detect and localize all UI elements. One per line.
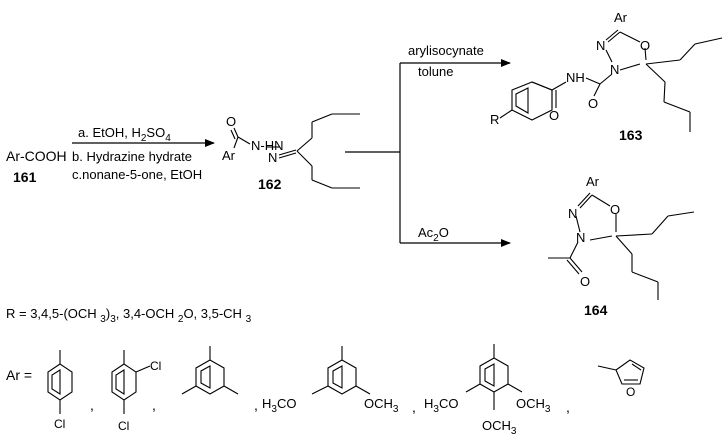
ar-1-cl: Cl bbox=[54, 417, 65, 431]
compound-164-label: 164 bbox=[584, 302, 608, 318]
compound-161-formula: Ar-COOH bbox=[6, 148, 67, 164]
compound-163-atom-o-ring: O bbox=[640, 38, 650, 53]
ar-structure-6 bbox=[597, 359, 645, 385]
ar-comma-3: , bbox=[254, 397, 258, 413]
ar-definition-lead: Ar = bbox=[6, 367, 32, 383]
step1-condition-c: c.nonane-5-one, EtOH bbox=[72, 167, 202, 182]
ar-comma-5: , bbox=[566, 399, 570, 415]
ar-structure-1 bbox=[47, 350, 73, 414]
compound-164-atom-n3: N bbox=[576, 230, 585, 245]
step1-condition-a: a. EtOH, H2SO4 bbox=[78, 125, 171, 144]
ar-2-cl-1: Cl bbox=[150, 359, 161, 373]
compound-162-atom-o: O bbox=[226, 114, 236, 129]
ar-structure-5 bbox=[465, 344, 523, 410]
compound-162-atom-n: N bbox=[268, 150, 277, 165]
upper-reagent-1: arylisocynate bbox=[408, 43, 484, 58]
step1-condition-b: b. Hydrazine hydrate bbox=[72, 149, 192, 164]
compound-161-label: 161 bbox=[13, 169, 37, 185]
ar-comma-1: , bbox=[90, 397, 94, 413]
compound-164-atom-n: N bbox=[568, 206, 577, 221]
lower-reagent: Ac2O bbox=[418, 225, 449, 244]
compound-164-atom-ar: Ar bbox=[586, 174, 600, 189]
compound-163-label: 163 bbox=[619, 127, 643, 143]
ar-structure-4 bbox=[311, 346, 371, 395]
compound-163 bbox=[499, 29, 723, 132]
compound-162-atom-nnh: N-HN bbox=[251, 138, 284, 153]
ar-5-bottom-substituent: OCH3 bbox=[482, 418, 517, 437]
compound-163-atom-o2: O bbox=[549, 108, 559, 123]
r-definition: R = 3,4,5-(OCH 3)3, 3,4-OCH 2O, 3,5-CH 3 bbox=[6, 306, 252, 325]
ar-6-atom-o: O bbox=[626, 385, 635, 399]
compound-161: Ar-COOH 161 bbox=[6, 148, 67, 185]
compound-163-atom-n3: N bbox=[610, 62, 619, 77]
compound-164-atom-o-ring: O bbox=[610, 202, 620, 217]
compound-162-atom-ar: Ar bbox=[222, 148, 236, 163]
compound-163-atom-ar: Ar bbox=[614, 10, 628, 25]
ar-4-right-substituent: OCH3 bbox=[364, 396, 399, 415]
compound-164 bbox=[548, 192, 695, 300]
ar-2-cl-2: Cl bbox=[118, 419, 129, 433]
compound-164-atom-o-acyl: O bbox=[580, 274, 590, 289]
compound-162-label: 162 bbox=[258, 176, 282, 192]
ar-comma-4: , bbox=[412, 399, 416, 415]
ar-4-left-substituent: H3CO bbox=[262, 396, 296, 415]
compound-162 bbox=[230, 113, 360, 189]
upper-reagent-2: tolune bbox=[418, 64, 453, 79]
compound-163-atom-nh: NH bbox=[566, 70, 585, 85]
ar-structure-2 bbox=[111, 350, 151, 414]
compound-163-atom-r: R bbox=[490, 112, 499, 127]
ar-comma-2: , bbox=[152, 397, 156, 413]
ar-5-right-substituent: OCH3 bbox=[516, 396, 551, 415]
compound-163-atom-n: N bbox=[596, 38, 605, 53]
ar-5-left-substituent: H3CO bbox=[424, 396, 458, 415]
ar-structure-3 bbox=[181, 346, 239, 395]
step1-arrow-group: a. EtOH, H2SO4 b. Hydrazine hydrate c.no… bbox=[72, 125, 215, 182]
compound-163-atom-o1: O bbox=[588, 96, 598, 111]
branch-arrows bbox=[345, 59, 511, 247]
